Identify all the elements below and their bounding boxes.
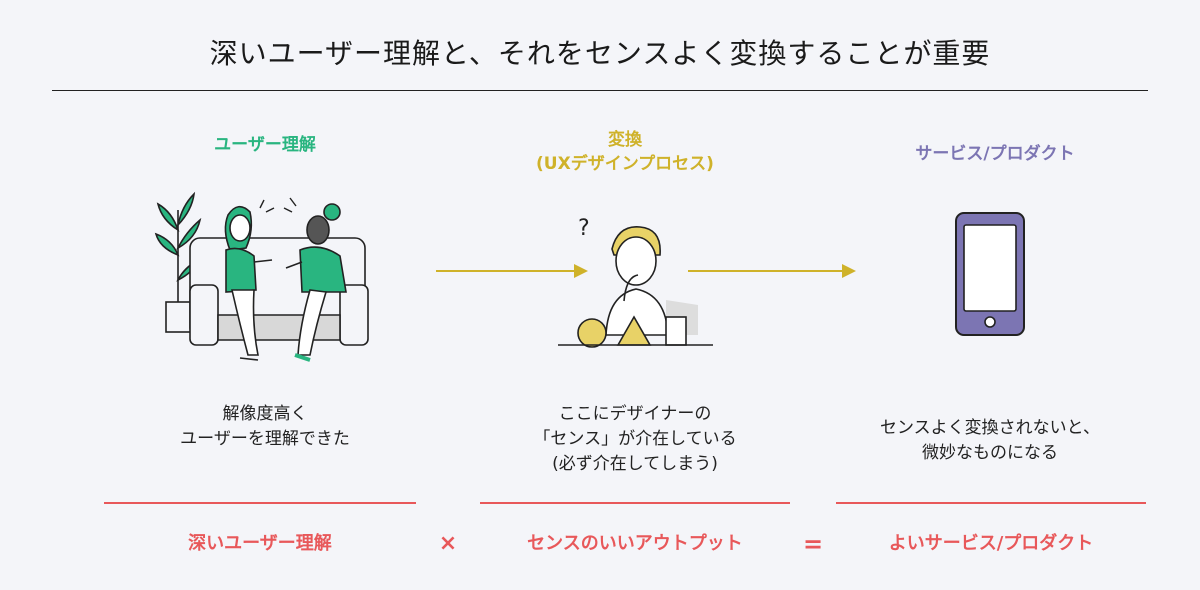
formula-term-good-service: よいサービス/プロダクト — [888, 533, 1094, 554]
service-product-label: サービス/プロダクト — [915, 144, 1075, 164]
conversion-label-line-2: (UXデザインプロセス) — [536, 154, 714, 174]
caption-line: ここにデザイナーの — [558, 404, 712, 424]
equals-operator: = — [802, 530, 824, 558]
thinking-designer-illustration: ? — [558, 216, 713, 348]
service-product-caption: センスよく変換されないと、 微妙なものになる — [860, 416, 1120, 466]
caption-line: ユーザーを理解できた — [180, 429, 350, 449]
conversion-label: 変換 (UXデザインプロセス) — [510, 128, 740, 176]
caption-line: 「センス」が介在している — [533, 429, 737, 449]
conversion-label-line-1: 変換 — [608, 130, 642, 150]
multiply-operator: × — [438, 531, 458, 556]
caption-line: 解像度高く — [222, 404, 308, 424]
two-women-talking-illustration — [154, 191, 369, 362]
caption-line: (必ず介在してしまう) — [552, 454, 718, 474]
formula-term-good-output: センスのいいアウトプット — [527, 533, 743, 554]
conversion-caption: ここにデザイナーの 「センス」が介在している (必ず介在してしまう) — [500, 402, 770, 477]
formula-term-deep-understanding: 深いユーザー理解 — [188, 533, 332, 554]
caption-line: 微妙なものになる — [922, 443, 1058, 463]
user-understanding-caption: 解像度高く ユーザーを理解できた — [140, 402, 390, 452]
user-understanding-label: ユーザー理解 — [214, 135, 316, 155]
formula-divider — [836, 502, 1146, 504]
formula-divider — [104, 502, 416, 504]
formula-divider — [480, 502, 790, 504]
svg-text:?: ? — [578, 216, 590, 241]
arrow-right-icon — [436, 264, 588, 278]
smartphone-icon — [955, 212, 1025, 336]
arrow-right-icon — [688, 264, 856, 278]
caption-line: センスよく変換されないと、 — [880, 418, 1100, 438]
page-title: 深いユーザー理解と、それをセンスよく変換することが重要 — [209, 37, 991, 70]
title-divider — [52, 90, 1148, 91]
